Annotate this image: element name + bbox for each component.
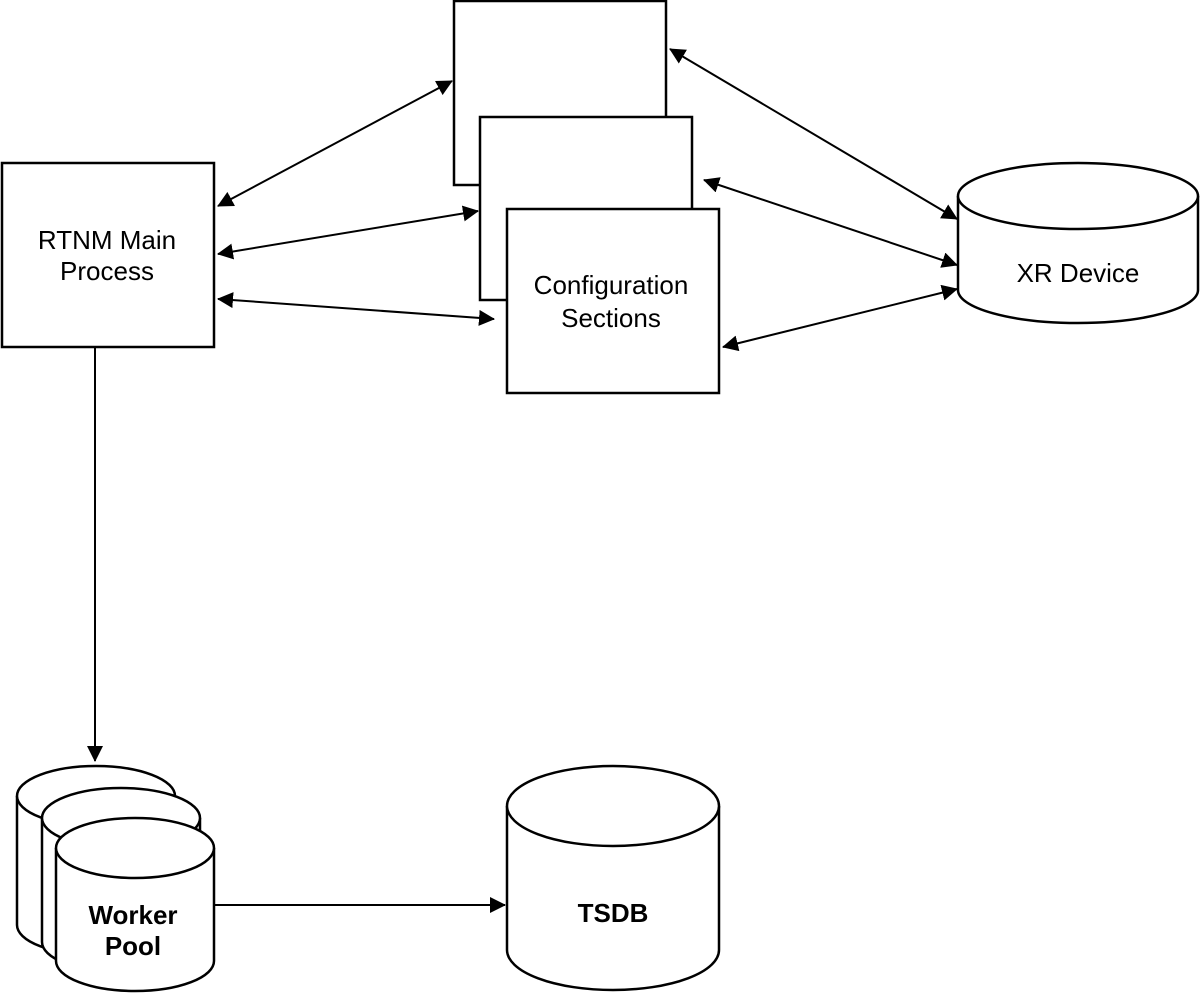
- main-process-node: RTNM Main Process: [0, 161, 216, 349]
- xr-device-label: XR Device: [1017, 258, 1140, 288]
- worker-pool-node: Worker Pool: [15, 764, 216, 993]
- xr-device-node: XR Device: [956, 161, 1200, 325]
- main-process-label-line2: Process: [60, 256, 154, 286]
- main-process-label-line1: RTNM Main: [38, 225, 176, 255]
- edge-main-to-config-front: [217, 292, 495, 326]
- tsdb-node: TSDB: [505, 764, 721, 992]
- edge-main-to-config-back: [217, 80, 453, 207]
- edge-config-front-to-xr: [722, 284, 958, 352]
- edge-config-middle-to-xr: [703, 177, 958, 268]
- edge-config-back-to-xr: [669, 48, 958, 220]
- worker-pool-label-line2: Pool: [105, 931, 161, 961]
- config-sections-label-line1: Configuration: [534, 270, 689, 300]
- worker-pool-label-line1: Worker: [88, 900, 177, 930]
- edge-main-to-config-middle: [217, 205, 479, 260]
- tsdb-label: TSDB: [578, 898, 649, 928]
- config-sections-node: Configuration Sections: [452, 0, 721, 395]
- config-sections-label-line2: Sections: [561, 303, 661, 333]
- worker-cylinder-front: [54, 816, 216, 993]
- config-section-front: [505, 207, 721, 395]
